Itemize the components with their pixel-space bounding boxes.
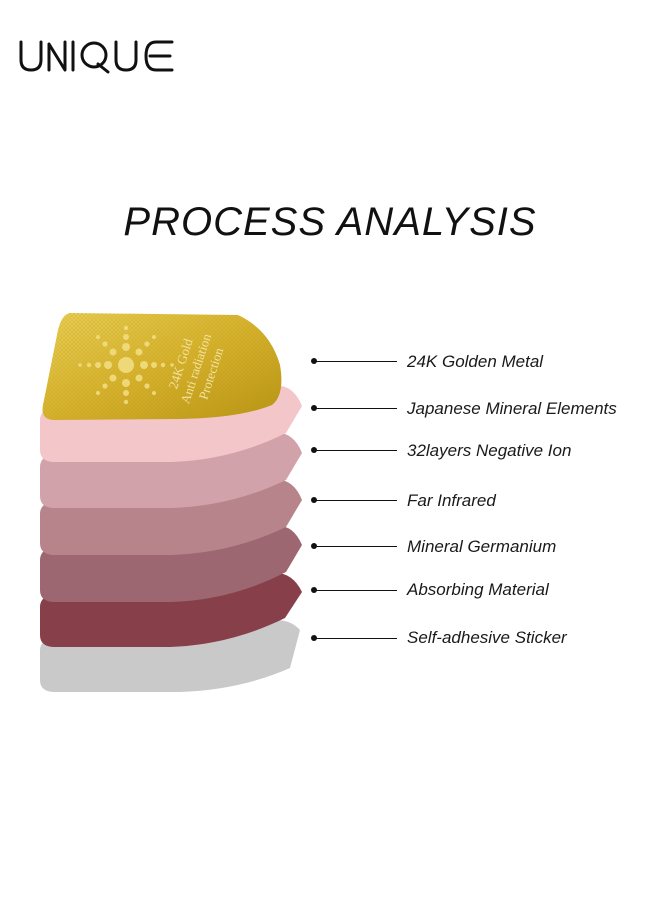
label-japanese-mineral-elements: Japanese Mineral Elements [407, 399, 617, 418]
callout-dot [311, 587, 317, 593]
label-absorbing-material: Absorbing Material [407, 580, 549, 599]
label-far-infrared: Far Infrared [407, 491, 496, 510]
callout-line [315, 546, 397, 548]
callout-line [315, 361, 397, 363]
label-negative-ion: 32layers Negative Ion [407, 441, 572, 460]
callout-line [315, 408, 397, 410]
callout-line [315, 590, 397, 592]
callout-line [315, 500, 397, 502]
sun-icon [78, 325, 174, 405]
label-24k-golden-metal: 24K Golden Metal [407, 352, 544, 371]
callout-dot [311, 635, 317, 641]
label-self-adhesive-sticker: Self-adhesive Sticker [407, 628, 567, 647]
brand-logo [19, 40, 174, 74]
label-mineral-germanium: Mineral Germanium [407, 537, 557, 556]
callout-dot [311, 543, 317, 549]
page-title: PROCESS ANALYSIS [123, 200, 537, 244]
callout-dot [311, 358, 317, 364]
callout-dot [311, 497, 317, 503]
callout-dot [311, 405, 317, 411]
callout-line [315, 638, 397, 640]
callout-line [315, 450, 397, 452]
layer-gold-plate: 24K Gold Anti radiation Protection [42, 313, 282, 420]
callout-dot [311, 447, 317, 453]
